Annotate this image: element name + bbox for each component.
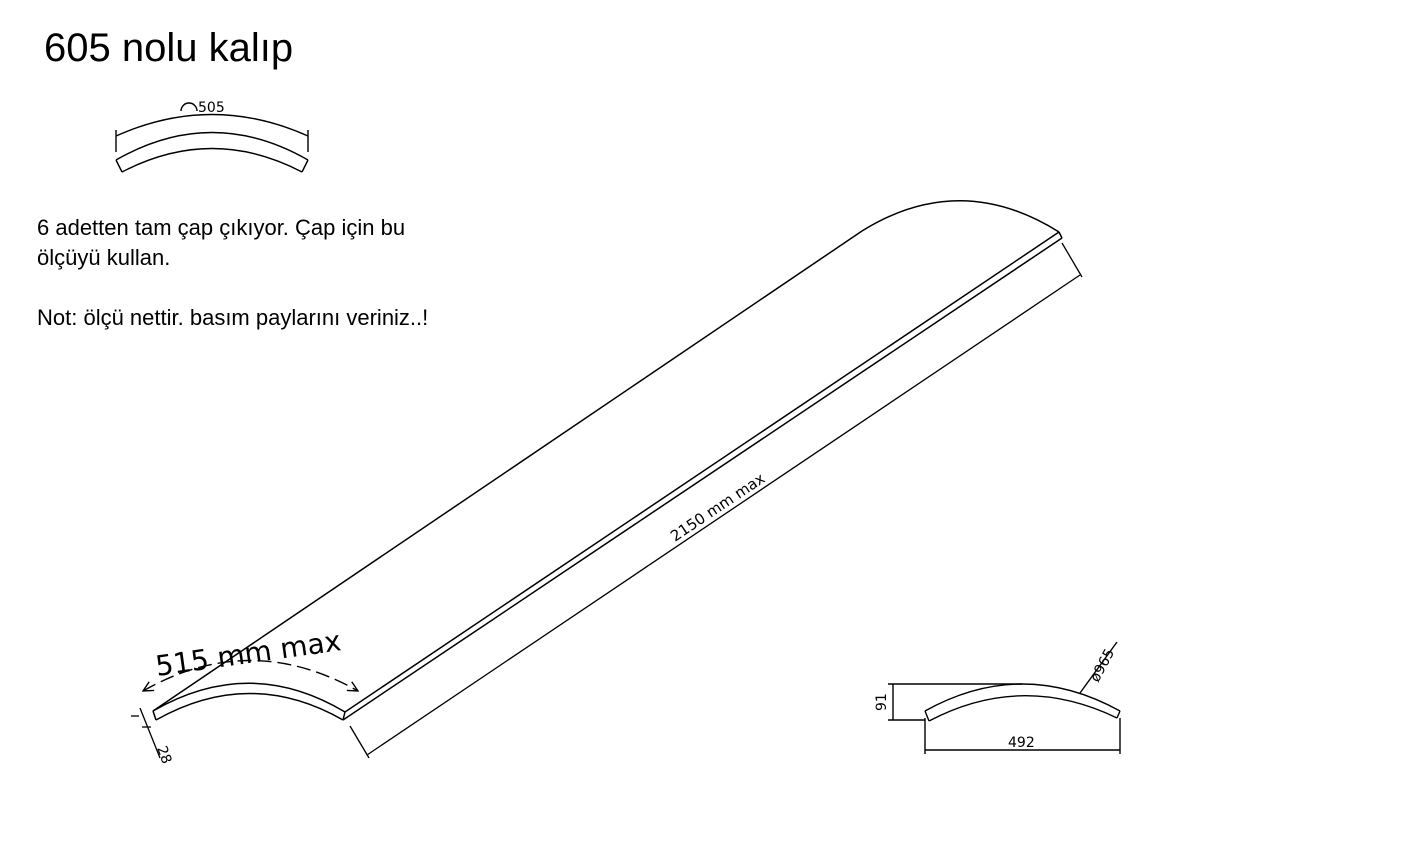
width-dimension [143, 659, 358, 692]
side-height-label: 91 [874, 693, 890, 711]
production-note: 6 adetten tam çap çıkıyor. Çap için bu ö… [37, 213, 405, 273]
top-profile-dim-arc [115, 113, 309, 137]
shell-top-left-edge [152, 230, 863, 712]
side-chord-label: 492 [1008, 735, 1035, 751]
side-profile-right-end [1116, 710, 1121, 719]
shell-front-inner-arc [155, 692, 344, 721]
side-profile-inner-arc [928, 695, 1118, 722]
top-arc-length-label: 505 [198, 100, 225, 116]
thickness-label: 28 [153, 744, 174, 766]
top-profile-right-end [301, 159, 309, 173]
shell-right-lower-edge [342, 237, 1063, 721]
top-profile-outer-arc [115, 131, 309, 161]
side-profile-view [888, 641, 1121, 754]
shell-front-left-edge [152, 710, 157, 721]
length-ext-back [1061, 242, 1083, 278]
arc-length-symbol-icon [180, 102, 198, 112]
length-ext-front [349, 725, 370, 759]
shell-back-right-edge [1058, 231, 1063, 239]
width-dim-arc [143, 659, 358, 692]
length-dim-line [366, 274, 1081, 756]
top-profile-left-end [115, 159, 123, 173]
production-note-line-2: ölçüyü kullan. [37, 245, 171, 270]
shell-back-outer-arc [861, 200, 1060, 233]
drawing-title: 605 nolu kalıp [44, 26, 294, 70]
length-dimension [349, 242, 1083, 759]
shell-3d-view [152, 200, 1063, 721]
tolerance-note: Not: ölçü nettir. basım paylarını verini… [37, 305, 429, 330]
side-diameter-label: ø965 [1087, 646, 1118, 685]
diameter-leader [1079, 641, 1118, 694]
production-note-line-1: 6 adetten tam çap çıkıyor. Çap için bu [37, 215, 406, 240]
top-profile-view [115, 102, 309, 173]
width-dimension-label: 515 mm max [153, 624, 343, 683]
side-profile-left-end [924, 710, 930, 722]
top-profile-inner-arc [121, 147, 303, 173]
shell-right-upper-edge [344, 231, 1060, 713]
thickness-dimension [131, 707, 161, 759]
length-dimension-label: 2150 mm max [667, 469, 768, 545]
thickness-dim-line [139, 707, 161, 759]
shell-front-right-edge [342, 711, 346, 721]
side-profile-outer-arc [924, 683, 1121, 712]
